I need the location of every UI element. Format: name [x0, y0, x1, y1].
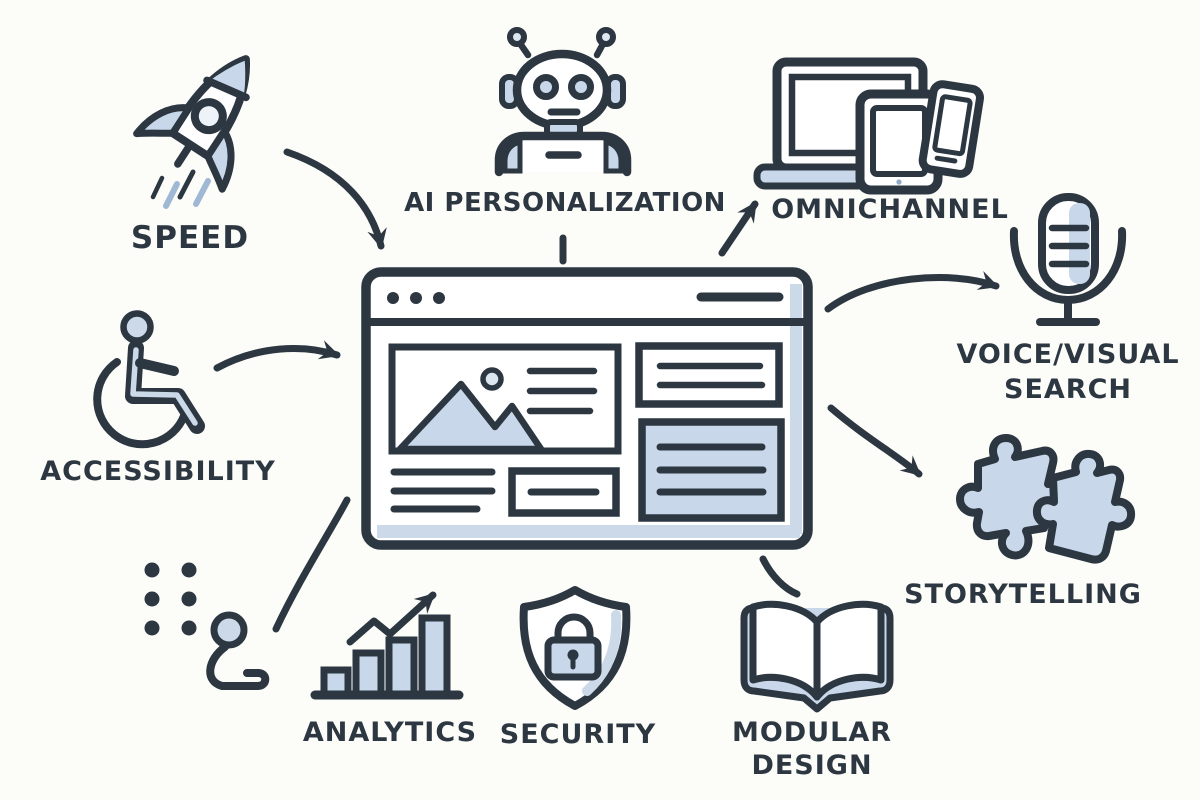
label-speed: SPEED — [130, 220, 250, 256]
label-security: SECURITY — [499, 719, 657, 750]
label-modular-line1: MODULAR — [731, 717, 893, 748]
puzzle-icon — [956, 434, 1136, 564]
person-hook-icon — [206, 611, 270, 690]
label-ai-personalization: AI PERSONALIZATION — [404, 188, 726, 218]
arrow-speed-to-browser — [283, 148, 387, 250]
label-analytics: ANALYTICS — [302, 717, 478, 748]
rocket-icon — [133, 55, 250, 209]
devices-icon — [753, 57, 984, 195]
image-placeholder-sun — [480, 367, 504, 391]
arrow-browser-to-storytelling — [827, 404, 923, 478]
label-modular-line2: DESIGN — [751, 750, 873, 781]
bar-chart-icon — [310, 591, 464, 700]
sidebar-card-top — [635, 342, 783, 408]
wheelchair-icon — [93, 310, 205, 449]
microphone-icon — [1009, 193, 1127, 326]
shield-lock-icon — [519, 586, 631, 710]
puzzle-piece-left — [956, 434, 1071, 560]
label-omnichannel: OMNICHANNEL — [771, 194, 1009, 225]
label-accessibility: ACCESSIBILITY — [40, 456, 276, 487]
body-text-lines — [390, 468, 496, 513]
arrow-browser-to-voice-search — [824, 270, 1000, 313]
browser-window-dots — [387, 292, 445, 304]
label-voice-visual-line2: SEARCH — [1004, 374, 1132, 405]
connector-arrows — [213, 148, 1000, 633]
browser-window-illustration — [361, 267, 813, 550]
arrow-accessibility-to-browser — [213, 340, 341, 372]
line-person-to-browser — [272, 496, 351, 633]
arrow-browser-to-omnichannel — [718, 200, 759, 257]
puzzle-piece-right — [1032, 449, 1136, 564]
label-storytelling: STORYTELLING — [904, 579, 1142, 610]
line-browser-to-book — [759, 555, 801, 598]
robot-icon — [494, 27, 632, 177]
trend-arrow — [346, 591, 437, 646]
dots-grid-icon — [144, 562, 197, 636]
image-placeholder-mountains — [396, 380, 545, 453]
label-voice-visual-line1: VOICE/VISUAL — [956, 339, 1180, 370]
hero-text-lines — [526, 367, 598, 415]
rocket-exhaust — [150, 169, 211, 209]
open-book-icon — [740, 600, 894, 713]
